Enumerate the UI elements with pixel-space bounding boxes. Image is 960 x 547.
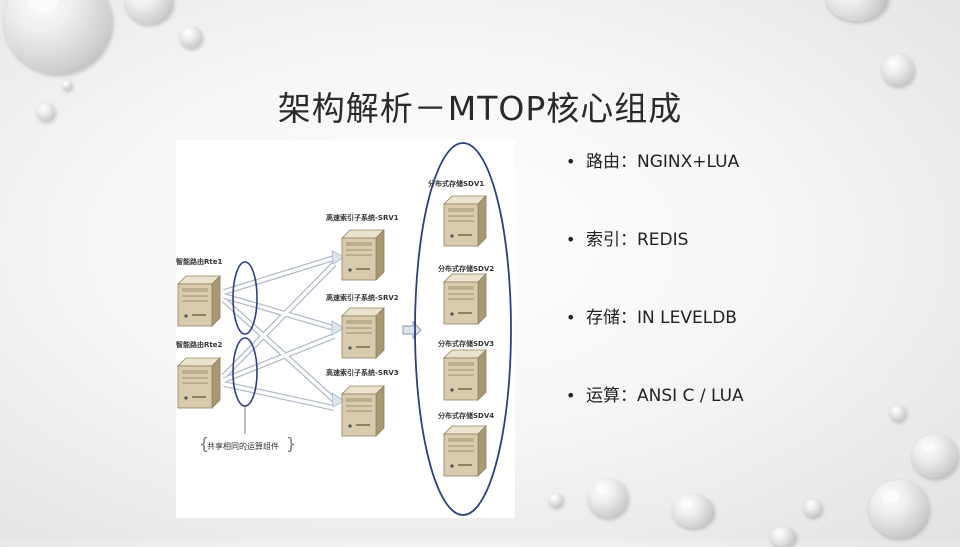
server-icon xyxy=(341,307,385,359)
server-icon xyxy=(443,273,487,325)
water-drop-decoration xyxy=(4,0,112,74)
bullet-text: 运算：ANSI C / LUA xyxy=(586,386,744,406)
server-icon xyxy=(341,229,385,281)
connector-arrow-icon xyxy=(402,320,422,340)
page-title: 架构解析－MTOP核心组成 xyxy=(277,89,683,128)
water-drop-decoration xyxy=(588,478,628,518)
architecture-diagram: 智能路由Rte1 智能路由Rte2 { 共享相同的运算组件 } 高速索引子系统-… xyxy=(176,140,515,518)
storage-node-label: 分布式存储SDV1 xyxy=(428,179,484,188)
router-label: 智能路由Rte2 xyxy=(176,340,222,349)
bullet-dot-icon: • xyxy=(566,230,576,249)
water-drop-decoration xyxy=(912,434,958,478)
index-server-label: 高速索引子系统-SRV2 xyxy=(326,293,399,302)
index-server-label: 高速索引子系统-SRV3 xyxy=(326,368,399,377)
bullet-dot-icon: • xyxy=(566,386,576,405)
server-icon xyxy=(443,195,487,247)
server-icon xyxy=(341,385,385,437)
bullet-dot-icon: • xyxy=(566,152,576,171)
bullet-item: • 存储：IN LEVELDB xyxy=(566,302,926,380)
router-label: 智能路由Rte1 xyxy=(176,257,222,266)
water-drop-decoration xyxy=(62,80,72,90)
bullet-item: • 路由：NGINX+LUA xyxy=(566,146,926,224)
storage-node-label: 分布式存储SDV2 xyxy=(438,264,494,273)
shared-component-caption: 共享相同的运算组件 xyxy=(207,441,279,451)
water-drop-decoration xyxy=(826,0,888,21)
water-drop-decoration xyxy=(180,26,202,48)
bullet-item: • 索引：REDIS xyxy=(566,224,926,302)
architecture-diagram-canvas: 智能路由Rte1 智能路由Rte2 { 共享相同的运算组件 } 高速索引子系统-… xyxy=(176,142,512,516)
water-drop-decoration xyxy=(890,405,906,421)
brace-right: } xyxy=(286,434,296,453)
water-drop-decoration xyxy=(125,0,173,24)
shared-component-ellipse xyxy=(232,261,258,335)
server-icon xyxy=(443,425,487,477)
brace-left: { xyxy=(199,434,209,453)
bullet-list: • 路由：NGINX+LUA • 索引：REDIS • 存储：IN LEVELDB •… xyxy=(566,146,926,458)
server-icon xyxy=(177,275,221,327)
water-drop-decoration xyxy=(37,103,55,121)
water-drop-decoration xyxy=(549,493,563,507)
storage-cluster-ellipse xyxy=(414,142,512,516)
server-icon xyxy=(177,357,221,409)
water-drop-decoration xyxy=(672,494,714,528)
water-drop-decoration xyxy=(882,54,914,86)
storage-node-label: 分布式存储SDV4 xyxy=(438,411,494,420)
server-icon xyxy=(443,349,487,401)
storage-node-label: 分布式存储SDV3 xyxy=(438,339,494,348)
bullet-item: • 运算：ANSI C / LUA xyxy=(566,380,926,458)
index-server-label: 高速索引子系统-SRV1 xyxy=(326,213,399,222)
water-drop-decoration xyxy=(770,527,796,547)
bullet-text: 索引：REDIS xyxy=(586,230,689,250)
bullet-text: 存储：IN LEVELDB xyxy=(586,308,737,328)
water-drop-decoration xyxy=(869,480,929,538)
water-drop-decoration xyxy=(804,499,822,517)
bullet-text: 路由：NGINX+LUA xyxy=(586,152,740,172)
bullet-dot-icon: • xyxy=(566,308,576,327)
